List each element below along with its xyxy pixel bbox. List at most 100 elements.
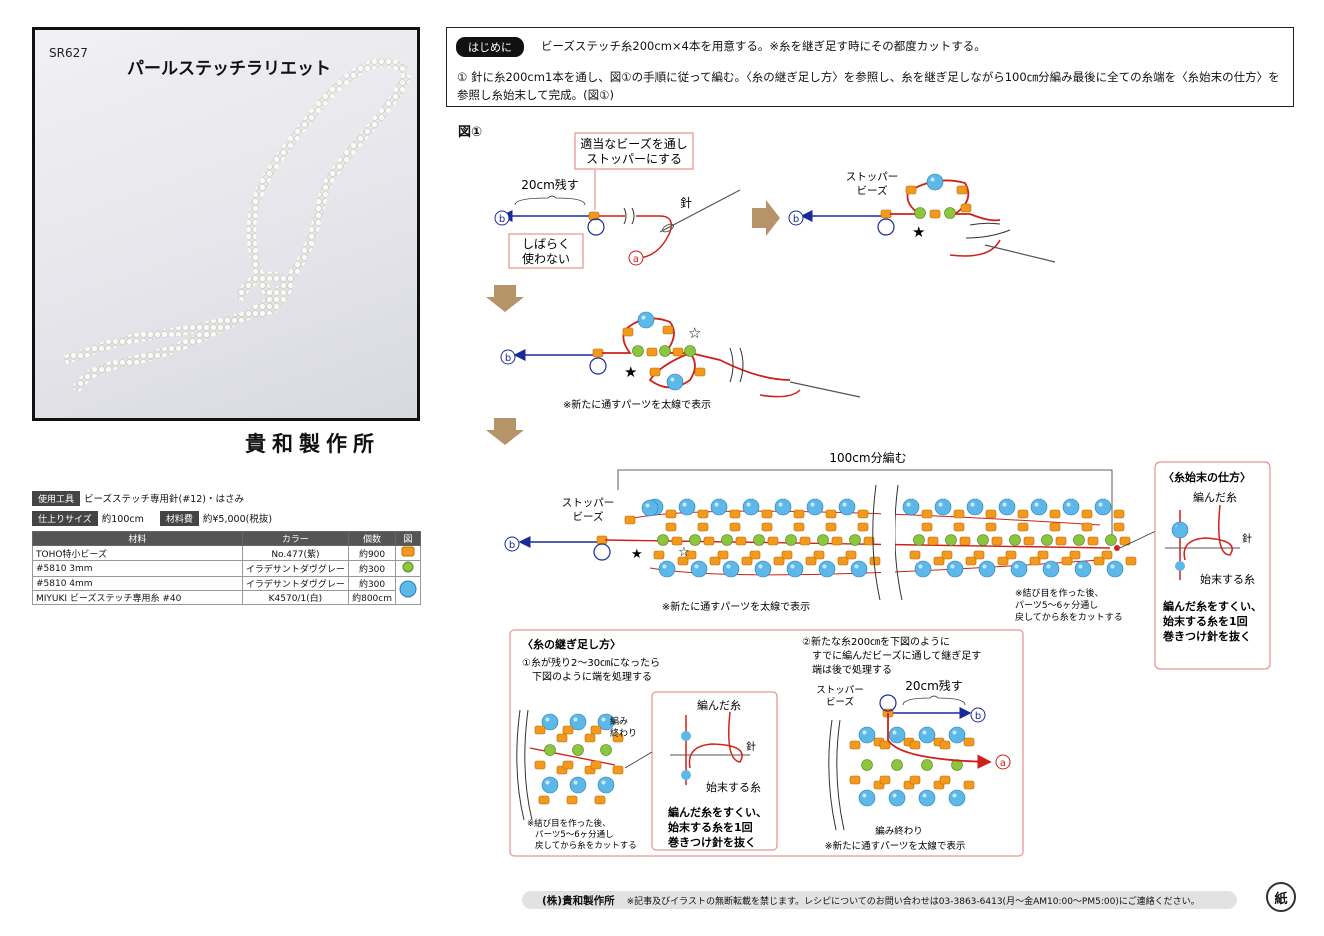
blue-pearl (774, 498, 792, 516)
blue-pearl (569, 776, 587, 794)
seed-bead (761, 522, 773, 532)
seed-bead (671, 536, 683, 546)
next-arrow-down (486, 285, 524, 312)
star-filled-icon: ★ (631, 547, 643, 562)
blue-pearl (1106, 560, 1124, 578)
green-pearl (1009, 534, 1021, 546)
seed-bead (729, 509, 741, 519)
seed-bead (590, 760, 602, 770)
table-row: #5810 3mm イラデサントダヴグレー 約300 (32, 560, 421, 577)
materials-table: 材料 カラー 個数 図 TOHO特小ビーズ No.477(紫) 約900 #58… (32, 531, 421, 605)
seed-bead (985, 509, 997, 519)
seed-bead (1081, 509, 1093, 519)
seed-bead (793, 522, 805, 532)
seed-bead (767, 536, 779, 546)
joining-stopper-line2: ビーズ (826, 696, 855, 708)
green-pearl (657, 534, 669, 546)
needle-icon (789, 381, 861, 398)
step3-note: ※新たに通すパーツを太線で表示 (563, 398, 711, 411)
blue-pearl (1030, 498, 1048, 516)
stopper-label-line1: ストッパー (846, 171, 899, 183)
stopper-note-line1: 適当なビーズを通し (580, 136, 687, 151)
end-b-label: b (499, 214, 505, 225)
seed-bead (1055, 536, 1067, 546)
step3-diagram: b ☆ ★ ※新たに通すパーツを太線で表示 (500, 311, 861, 411)
seed-bead (953, 509, 965, 519)
blue-pearl (918, 726, 936, 744)
tools-label: 使用工具 (32, 490, 81, 506)
seed-bead (584, 733, 596, 743)
end-a-label: a (633, 254, 639, 265)
seed-bead (953, 522, 965, 532)
seed-bead (813, 550, 825, 560)
green-pearl (753, 534, 765, 546)
joining-stopper-line1: ストッパー (816, 685, 864, 696)
step1-diagram: 適当なビーズを通し ストッパーにする 20cm残す b 針 a しばらく 使わな… (494, 132, 741, 269)
seed-bead (1005, 550, 1017, 560)
seed-bead (534, 725, 546, 735)
green-pearl (600, 744, 612, 756)
green-pearl-icon (395, 560, 421, 577)
green-pearl (1073, 534, 1085, 546)
inset-step-3: 巻きつけ針を抜く (667, 835, 756, 849)
seed-bead (624, 515, 636, 525)
blue-pearl (934, 498, 952, 516)
blue-pearl (838, 498, 856, 516)
blue-pearl (918, 789, 936, 807)
seed-bead (1049, 509, 1061, 519)
seed-bead (927, 536, 939, 546)
end-b-label: b (505, 353, 511, 364)
seed-bead (566, 795, 578, 805)
blue-pearl (948, 726, 966, 744)
green-pearl (921, 759, 933, 771)
step4-knot-note-1: ※結び目を作った後、 (1015, 587, 1104, 599)
bead-band (604, 498, 1137, 578)
seed-bead (1113, 522, 1125, 532)
unused-line2: 使わない (522, 251, 570, 266)
footer-bar: (株)貴和製作所 ※記事及びイラストの無断転載を禁じます。レシピについてのお問い… (522, 891, 1237, 909)
footer-notice: ※記事及びイラストの無断転載を禁じます。レシピについてのお問い合わせは03-38… (626, 896, 1200, 907)
product-photo: SR627 パールステッチラリエット (32, 27, 420, 421)
seed-bead (1125, 556, 1137, 566)
blue-pearl (978, 560, 996, 578)
joining-step2-line3: 端は後で処理する (812, 663, 892, 676)
seed-bead (849, 740, 861, 750)
blue-pearl (806, 498, 824, 516)
seed-bead (1087, 536, 1099, 546)
seed-bead (1069, 550, 1081, 560)
seed-bead (909, 775, 921, 785)
seed-bead (781, 550, 793, 560)
seed-bead (845, 550, 857, 560)
finishing-box: 〈糸始末の仕方〉 編んだ糸 針 始末する糸 編んだ糸をすくい、 始末する糸を1回… (1154, 461, 1271, 670)
seed-bead (534, 760, 546, 770)
blue-pearl (850, 560, 868, 578)
seed-bead (869, 556, 881, 566)
seed-bead (939, 775, 951, 785)
seed-bead (941, 550, 953, 560)
step2-diagram: ストッパー ビーズ b ★ (788, 171, 1056, 263)
green-pearl (817, 534, 829, 546)
seed-bead (562, 725, 574, 735)
needle-icon (984, 244, 1056, 263)
inset-woven-label: 編んだ糸 (697, 698, 741, 712)
intro-line-2: ① 針に糸200cm1本を通し、図①の手順に従って編む。〈糸の継ぎ足し方〉を参照… (457, 70, 1280, 102)
joining-knot-note-2: パーツ5～6ヶ分通し (535, 829, 614, 840)
green-pearl (1105, 534, 1117, 546)
seed-bead (653, 550, 665, 560)
green-pearl (891, 759, 903, 771)
blue-pearl (858, 789, 876, 807)
weave-end-label: 編み終わり (875, 825, 923, 837)
seed-bead (761, 509, 773, 519)
blue-pearl (1062, 498, 1080, 516)
unused-note-box (508, 233, 584, 269)
finishing-title: 〈糸始末の仕方〉 (1163, 470, 1251, 484)
step4-knot-note-3: 戻してから糸をカットする (1015, 611, 1123, 623)
col-header-color: カラー (241, 531, 350, 546)
inset-start-label: 始末する糸 (706, 780, 761, 794)
unused-line1: しばらく (522, 237, 570, 251)
seed-bead (985, 522, 997, 532)
next-arrow-down (486, 418, 524, 445)
brand-logo: 貴和製作所 (245, 431, 380, 456)
seed-bead (538, 795, 550, 805)
